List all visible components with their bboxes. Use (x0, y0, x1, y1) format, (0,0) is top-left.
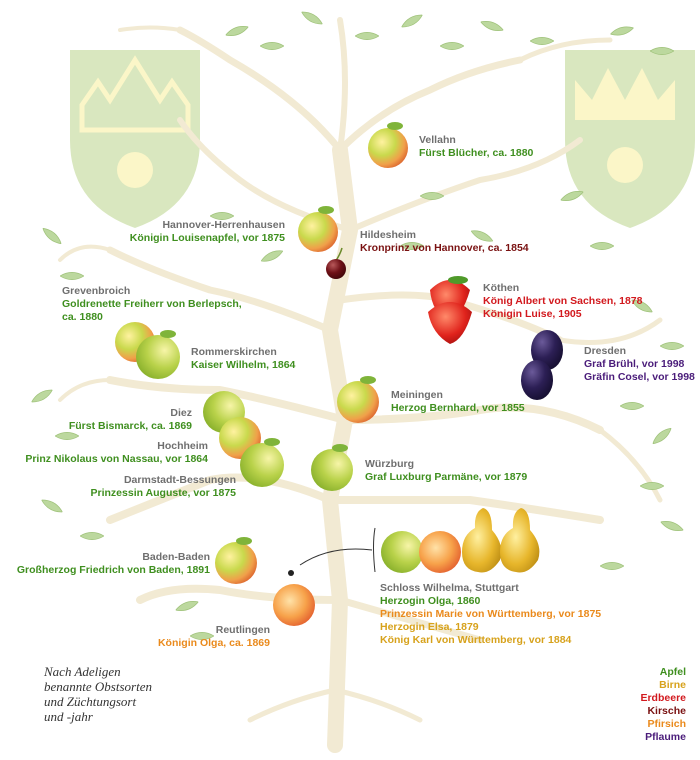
variety-name: Königin Louisenapfel, vor 1875 (129, 232, 285, 244)
label-rommerskirchen: Rommerskirchen Kaiser Wilhelm, 1864 (191, 346, 295, 372)
apple-meiningen (337, 376, 379, 423)
legend-birne: Birne (659, 679, 686, 691)
label-badenbaden: Baden-Baden Großherzog Friedrich von Bad… (17, 551, 210, 577)
variety-name: Graf Luxburg Parmäne, vor 1879 (365, 471, 528, 483)
place-name: Baden-Baden (142, 551, 210, 563)
label-dresden: Dresden Graf Brühl, vor 1998 Gräfin Cose… (584, 345, 695, 384)
legend-kirsche: Kirsche (647, 705, 686, 717)
apple-badenbaden (215, 537, 257, 584)
apples-diez-hochheim-darmstadt (203, 391, 284, 487)
variety-name: Graf Brühl, vor 1998 (584, 358, 685, 370)
place-name: Diez (170, 407, 192, 419)
caption-line: benannte Obstsorten (44, 679, 152, 694)
label-wilhelma: Schloss Wilhelma, Stuttgart Herzogin Olg… (380, 582, 601, 647)
cherry-hildesheim (326, 247, 346, 279)
place-name: Hannover-Herrenhausen (162, 219, 285, 231)
place-name: Köthen (483, 282, 520, 294)
variety-name: Herzogin Elsa, 1879 (380, 621, 479, 633)
place-name: Rommerskirchen (191, 346, 277, 358)
label-diez: Diez Fürst Bismarck, ca. 1869 (69, 407, 192, 433)
place-name: Vellahn (419, 134, 456, 146)
variety-name: König Karl von Württemberg, vor 1884 (380, 634, 572, 646)
apple-emblem-right-icon (607, 147, 643, 183)
variety-name: Prinz Nikolaus von Nassau, vor 1864 (25, 453, 208, 465)
apple-wuerzburg (311, 444, 353, 491)
caption-line: Nach Adeligen (44, 664, 121, 679)
apples-grevenbroich-rommerskirchen (115, 322, 180, 379)
apple-hannover (298, 206, 338, 252)
plums-dresden (521, 330, 563, 400)
place-name: Darmstadt-Bessungen (123, 474, 236, 486)
label-hildesheim: Hildesheim Kronprinz von Hannover, ca. 1… (360, 229, 529, 255)
fruits-wilhelma (373, 508, 540, 573)
legend-pflaume: Pflaume (645, 731, 686, 743)
variety-name: Kaiser Wilhelm, 1864 (191, 359, 296, 371)
caption-line: und Züchtungsort (44, 694, 137, 709)
legend-erdbeere: Erdbeere (640, 692, 686, 704)
strawberry-koethen (428, 276, 472, 344)
variety-year: ca. 1880 (62, 311, 103, 323)
fruit-legend: Apfel Birne Erdbeere Kirsche Pfirsich Pf… (640, 666, 686, 744)
label-koethen: Köthen König Albert von Sachsen, 1878 Kö… (483, 282, 643, 321)
label-reutlingen: Reutlingen Königin Olga, ca. 1869 (158, 624, 270, 650)
crown-left-icon (79, 55, 191, 133)
label-vellahn: Vellahn Fürst Blücher, ca. 1880 (419, 134, 533, 160)
caption-note: Nach Adeligen benannte Obstsorten und Zü… (44, 664, 152, 724)
variety-name: König Albert von Sachsen, 1878 (483, 295, 643, 307)
variety-name: Königin Olga, ca. 1869 (157, 637, 270, 649)
crown-right-icon (575, 68, 675, 120)
place-name: Schloss Wilhelma, Stuttgart (380, 582, 519, 594)
legend-pfirsich: Pfirsich (647, 718, 686, 730)
label-hochheim: Hochheim Prinz Nikolaus von Nassau, vor … (25, 440, 208, 466)
variety-name: Fürst Bismarck, ca. 1869 (68, 420, 192, 432)
label-wuerzburg: Würzburg Graf Luxburg Parmäne, vor 1879 (365, 458, 527, 484)
variety-name: Goldrenette Freiherr von Berlepsch, (62, 298, 242, 310)
variety-name: Fürst Blücher, ca. 1880 (419, 147, 534, 159)
place-name: Grevenbroich (62, 285, 131, 297)
caption-line: und -jahr (44, 709, 93, 724)
shield-right (565, 50, 695, 228)
variety-name: Gräfin Cosel, vor 1998 (584, 371, 695, 383)
shield-left (70, 50, 200, 228)
apple-emblem-left-icon (117, 152, 153, 188)
variety-name: Großherzog Friedrich von Baden, 1891 (16, 564, 210, 576)
place-name: Dresden (584, 345, 627, 357)
legend-apfel: Apfel (659, 666, 686, 678)
variety-name: Königin Luise, 1905 (483, 308, 582, 320)
variety-name: Kronprinz von Hannover, ca. 1854 (360, 242, 529, 254)
arrow-wilhelma-to-reutlingen (288, 548, 373, 576)
label-hannover: Hannover-Herrenhausen Königin Louisenapf… (130, 219, 285, 245)
label-darmstadt: Darmstadt-Bessungen Prinzessin Auguste, … (91, 474, 237, 500)
label-meiningen: Meiningen Herzog Bernhard, vor 1855 (391, 389, 525, 415)
tree-branches (58, 17, 663, 753)
apple-vellahn (368, 122, 408, 168)
variety-name: Prinzessin Auguste, vor 1875 (90, 487, 237, 499)
label-grevenbroich: Grevenbroich Goldrenette Freiherr von Be… (62, 285, 242, 324)
place-name: Meiningen (391, 389, 443, 401)
variety-name: Herzogin Olga, 1860 (380, 595, 481, 607)
place-name: Hildesheim (360, 229, 417, 241)
place-name: Reutlingen (215, 624, 270, 636)
variety-name: Prinzessin Marie von Württemberg, vor 18… (380, 608, 602, 620)
peach-reutlingen (273, 584, 315, 626)
variety-name: Herzog Bernhard, vor 1855 (391, 402, 525, 414)
place-name: Hochheim (157, 440, 208, 452)
place-name: Würzburg (365, 458, 414, 470)
